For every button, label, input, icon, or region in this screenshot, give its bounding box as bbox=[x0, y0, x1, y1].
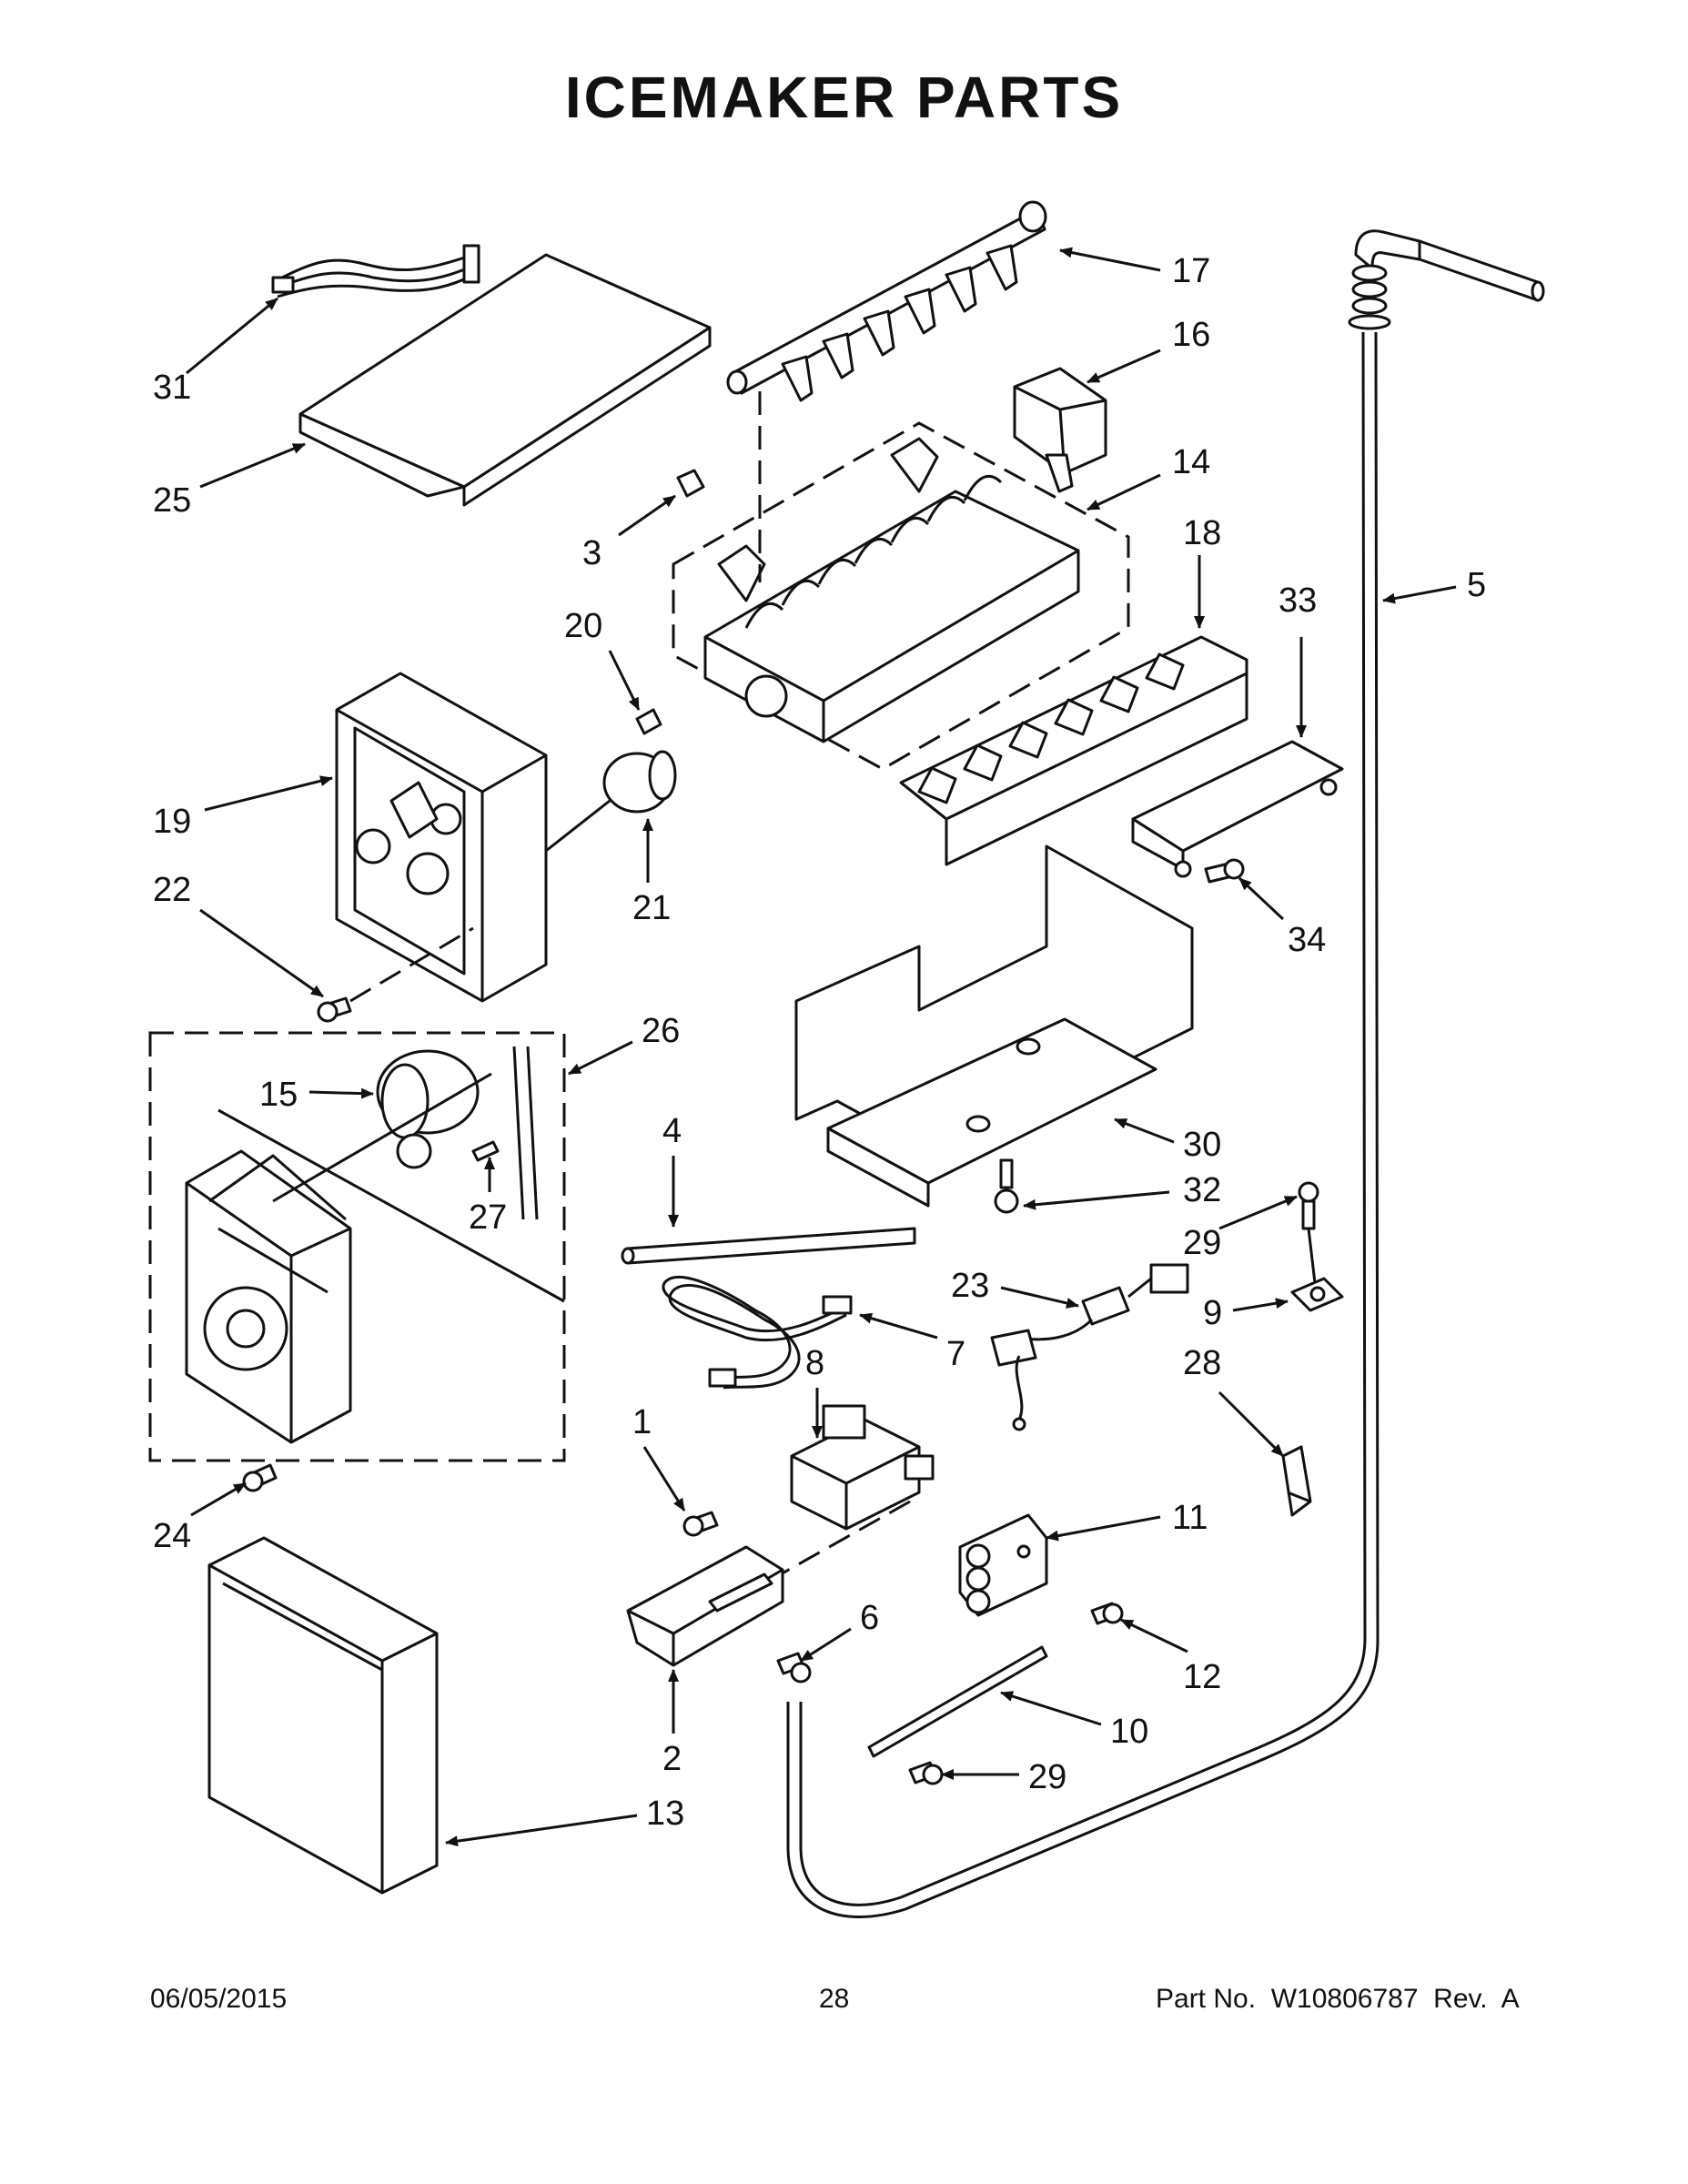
footer-page-number: 28 bbox=[819, 1984, 850, 2014]
part-11-bracket bbox=[958, 1513, 1048, 1617]
callout-labels: 17 16 31 25 14 3 18 5 33 20 19 21 22 34 … bbox=[153, 252, 1486, 1833]
part-33-bracket bbox=[1131, 740, 1344, 878]
part-32-screw bbox=[994, 1158, 1019, 1214]
callout-21: 21 bbox=[632, 889, 671, 927]
part-14-ice-mold bbox=[672, 421, 1130, 771]
callout-20: 20 bbox=[564, 607, 602, 645]
callout-34: 34 bbox=[1288, 921, 1326, 959]
part-13-cover-box bbox=[207, 1536, 439, 1895]
callout-8: 8 bbox=[805, 1344, 824, 1382]
part-18-stripper bbox=[899, 635, 1248, 866]
part-29-screw-lower bbox=[908, 1761, 944, 1785]
callout-10: 10 bbox=[1110, 1713, 1148, 1751]
callout-6: 6 bbox=[860, 1599, 879, 1637]
part-6-screw bbox=[776, 1652, 812, 1684]
callout-12: 12 bbox=[1183, 1658, 1221, 1696]
part-17-ejector bbox=[726, 200, 1047, 402]
page-title: ICEMAKER PARTS bbox=[564, 65, 1124, 130]
part-3-clip bbox=[676, 469, 705, 498]
callout-28: 28 bbox=[1183, 1344, 1221, 1382]
leader-arrows bbox=[186, 247, 1457, 1847]
part-12-screw bbox=[1090, 1602, 1124, 1625]
part-28-clip bbox=[1281, 1445, 1312, 1517]
part-9-clamp bbox=[1290, 1277, 1344, 1312]
part-8-water-valve bbox=[763, 1404, 935, 1585]
part-16-fill-cup bbox=[1013, 367, 1107, 493]
callout-2: 2 bbox=[662, 1740, 682, 1778]
callout-15: 15 bbox=[259, 1076, 298, 1114]
callout-19: 19 bbox=[153, 803, 191, 841]
part-22-screw bbox=[317, 926, 474, 1023]
callout-29-upper: 29 bbox=[1183, 1224, 1221, 1262]
callout-32: 32 bbox=[1183, 1171, 1221, 1209]
callout-16: 16 bbox=[1172, 316, 1210, 354]
part-5-water-line bbox=[786, 229, 1545, 1918]
part-21-thermostat bbox=[545, 750, 677, 853]
callout-24: 24 bbox=[153, 1517, 191, 1555]
part-10-strip bbox=[867, 1645, 1048, 1758]
part-7-tube-assembly bbox=[662, 1275, 853, 1390]
callout-25: 25 bbox=[153, 481, 191, 520]
part-4-tube bbox=[621, 1227, 916, 1265]
part-19-control-housing bbox=[335, 672, 548, 1003]
callout-22: 22 bbox=[153, 871, 191, 909]
part-26-motor-kit bbox=[148, 1031, 566, 1462]
part-24-screw bbox=[242, 1463, 278, 1492]
callout-1: 1 bbox=[632, 1403, 652, 1441]
part-20-clip bbox=[635, 708, 662, 735]
part-30-mounting-plate bbox=[794, 844, 1194, 1208]
callout-31: 31 bbox=[153, 369, 191, 407]
part-1-screw bbox=[682, 1511, 719, 1537]
callout-14: 14 bbox=[1172, 443, 1210, 481]
part-23-wire-harness bbox=[990, 1263, 1189, 1431]
footer-date: 06/05/2015 bbox=[150, 1984, 288, 2014]
footer-part-number: Part No. W10806787 Rev. A bbox=[1156, 1984, 1520, 2014]
callout-17: 17 bbox=[1172, 252, 1210, 290]
part-2-valve-bracket bbox=[626, 1545, 784, 1667]
callout-26: 26 bbox=[642, 1012, 680, 1050]
callout-30: 30 bbox=[1183, 1126, 1221, 1164]
callout-4: 4 bbox=[662, 1112, 682, 1150]
callout-33: 33 bbox=[1279, 581, 1317, 620]
callout-29-lower: 29 bbox=[1028, 1758, 1066, 1796]
part-34-screw bbox=[1204, 858, 1245, 884]
part-31-wire-harness bbox=[271, 244, 480, 298]
callout-3: 3 bbox=[582, 534, 601, 572]
callout-27: 27 bbox=[469, 1198, 507, 1237]
callout-5: 5 bbox=[1467, 566, 1486, 604]
callout-23: 23 bbox=[951, 1267, 989, 1305]
callout-11: 11 bbox=[1172, 1499, 1208, 1537]
part-25-cover bbox=[298, 253, 712, 507]
callout-9: 9 bbox=[1203, 1294, 1222, 1332]
callout-18: 18 bbox=[1183, 514, 1221, 552]
callout-7: 7 bbox=[946, 1335, 965, 1373]
callout-13: 13 bbox=[646, 1795, 684, 1833]
part-29-screw-upper bbox=[1298, 1181, 1319, 1284]
